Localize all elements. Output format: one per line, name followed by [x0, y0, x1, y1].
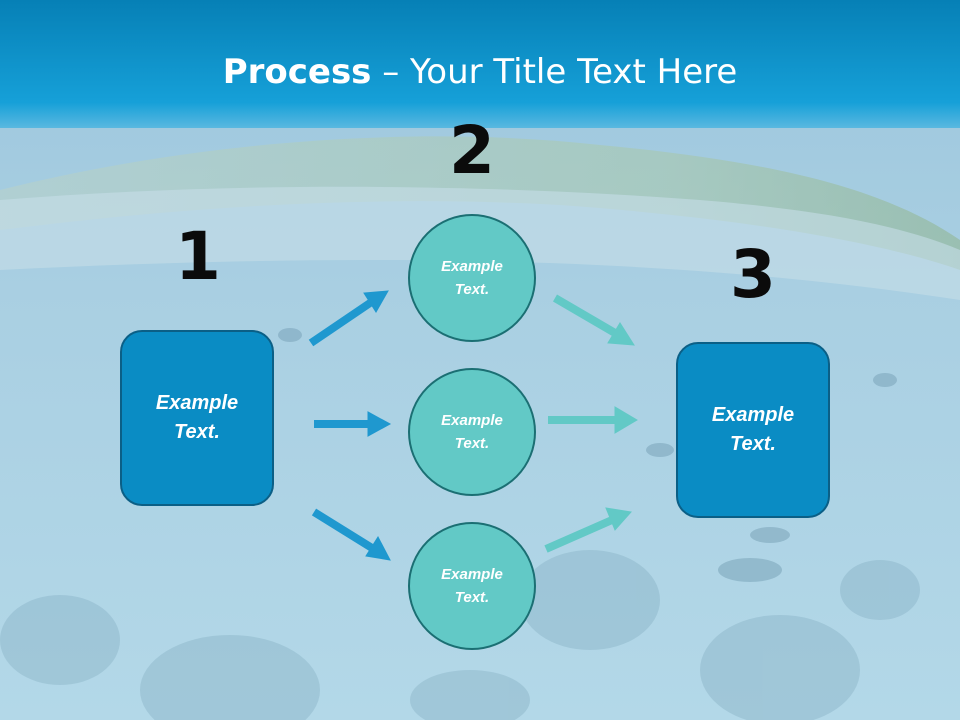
step-2-text-middle: Example Text. [441, 412, 503, 452]
step-2-circle-bottom: Example Text. [408, 522, 536, 650]
step-1-text: Example Text. [155, 392, 239, 443]
step-1-box: Example Text. [120, 330, 274, 506]
arrow-2-bottom-to-3 [544, 507, 632, 553]
arrow-2-middle-to-3 [548, 406, 638, 434]
slide-title: Process – Your Title Text Here [0, 52, 960, 92]
title-rest: – Your Title Text Here [371, 52, 738, 92]
step-3-box: Example Text. [676, 342, 830, 518]
step-2-circle-middle: Example Text. [408, 368, 536, 496]
arrow-1-to-2-bottom [311, 508, 391, 561]
step-1-number: 1 [175, 218, 221, 295]
step-2-text-top: Example Text. [441, 258, 503, 298]
step-2-number: 2 [449, 112, 495, 189]
arrow-1-to-2-middle [314, 411, 392, 437]
step-3-text: Example Text. [711, 404, 795, 455]
step-3-number: 3 [730, 236, 776, 313]
step-2-circle-top: Example Text. [408, 214, 536, 342]
arrow-1-to-2-top [308, 290, 389, 347]
arrow-2-top-to-3 [552, 294, 635, 346]
step-2-text-bottom: Example Text. [441, 566, 503, 606]
title-bold: Process [222, 52, 372, 92]
